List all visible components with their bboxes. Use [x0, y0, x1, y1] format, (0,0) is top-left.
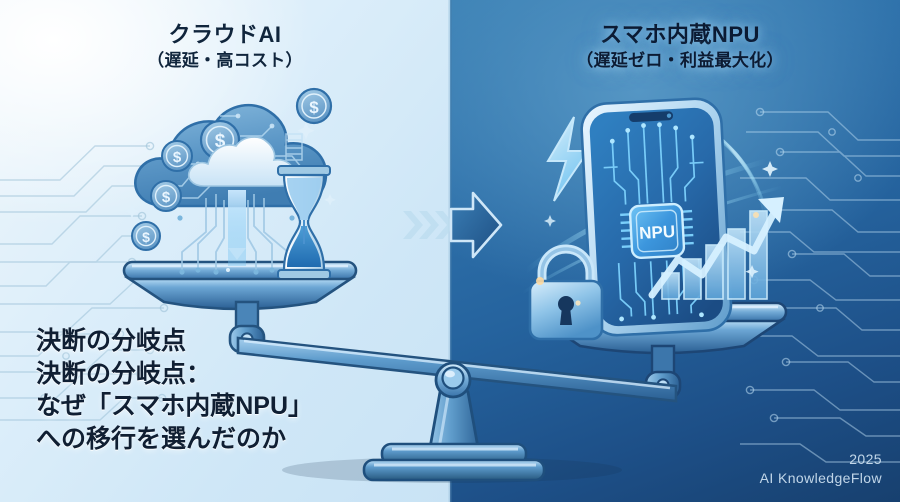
left-panel-title: クラウドAI [168, 22, 282, 47]
headline: 決断の分岐点 決断の分岐点： なぜ「スマホ内蔵NPU」 への移行を選んだのか [36, 325, 366, 455]
headline-line-2: 決断の分岐点： [36, 359, 212, 388]
watermark-brand: AI KnowledgeFlow [759, 470, 882, 487]
right-panel-title: スマホ内蔵NPU [600, 22, 760, 47]
right-panel-background [450, 0, 900, 502]
watermark: 2025 AI KnowledgeFlow [760, 450, 882, 488]
headline-line-3: なぜ「スマホ内蔵NPU」 [36, 392, 314, 420]
headline-line-4: への移行を選んだのか [36, 424, 287, 453]
left-panel-title-block: クラウドAI （遅延・高コスト） [100, 22, 350, 71]
watermark-year: 2025 [849, 451, 882, 468]
right-panel-title-block: スマホ内蔵NPU （遅延ゼロ・利益最大化） [555, 22, 805, 71]
panel-divider [448, 0, 452, 502]
left-panel-subtitle: （遅延・高コスト） [147, 50, 303, 70]
headline-line-1: 決断の分岐点 [36, 327, 187, 355]
right-panel-subtitle: （遅延ゼロ・利益最大化） [576, 50, 784, 70]
